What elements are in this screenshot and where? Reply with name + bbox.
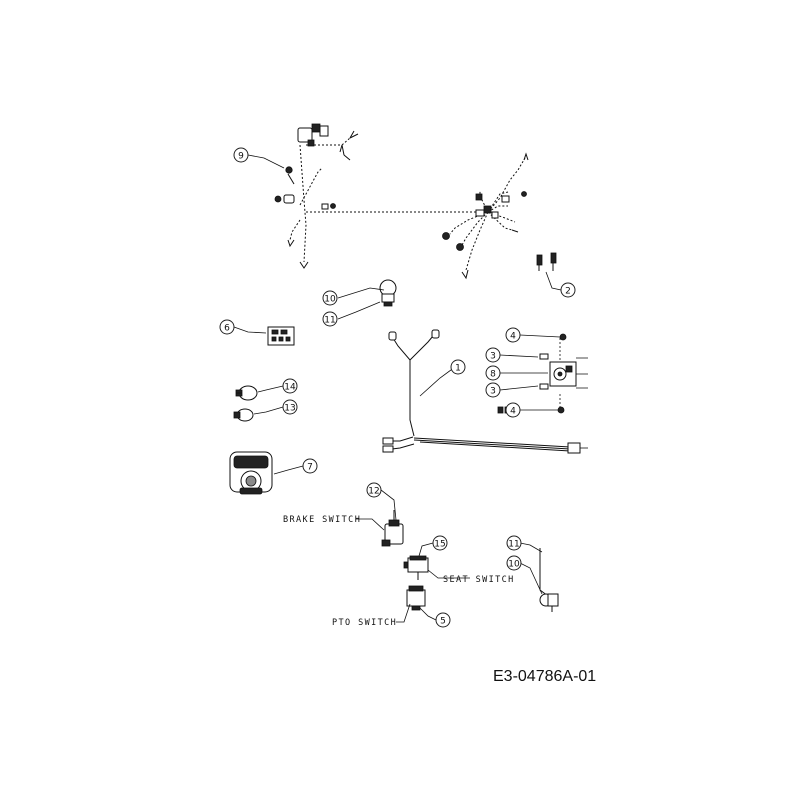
- svg-text:8: 8: [490, 370, 496, 380]
- callout-4-lower: 4: [505, 402, 521, 418]
- svg-text:9: 9: [238, 152, 244, 162]
- svg-text:4: 4: [510, 332, 516, 342]
- svg-text:1: 1: [455, 364, 461, 374]
- callout-14: 14: [282, 378, 298, 394]
- pto-switch-label: PTO SWITCH: [332, 618, 397, 628]
- pto-switch-part: [406, 585, 426, 611]
- callout-7: 7: [302, 458, 318, 474]
- callout-6: 6: [219, 319, 235, 335]
- bulb-assembly-upper: [379, 279, 397, 307]
- svg-text:11: 11: [508, 540, 519, 550]
- svg-text:14: 14: [284, 383, 296, 393]
- callout-5: 5: [435, 612, 451, 628]
- svg-text:7: 7: [307, 463, 313, 473]
- main-harness-connectors: [274, 123, 527, 251]
- callout-15: 15: [432, 535, 448, 551]
- callout-4-upper: 4: [505, 327, 521, 343]
- svg-text:10: 10: [508, 560, 520, 570]
- svg-text:3: 3: [490, 387, 496, 397]
- callout-13: 13: [282, 399, 298, 415]
- callout-10-lower: 10: [506, 555, 522, 571]
- callout-9: 9: [233, 147, 249, 163]
- svg-text:6: 6: [224, 324, 230, 334]
- svg-text:11: 11: [324, 316, 335, 326]
- svg-text:2: 2: [565, 287, 571, 297]
- part-7-meter: [229, 451, 273, 495]
- callout-10-upper: 10: [322, 290, 338, 306]
- callout-3-lower: 3: [485, 382, 501, 398]
- bulb-assembly-lower: [539, 548, 559, 612]
- svg-text:13: 13: [284, 404, 295, 414]
- svg-text:4: 4: [510, 407, 516, 417]
- callout-11-lower: 11: [506, 535, 522, 551]
- callout-12: 12: [366, 482, 382, 498]
- part-2-pins: [536, 252, 557, 271]
- callout-11-upper: 11: [322, 311, 338, 327]
- svg-text:10: 10: [324, 295, 336, 305]
- brake-switch-part: [381, 510, 404, 547]
- svg-text:15: 15: [434, 540, 445, 550]
- callout-8: 8: [485, 365, 501, 381]
- part-1-harness: [382, 329, 588, 454]
- svg-text:12: 12: [368, 487, 379, 497]
- seat-switch-part: [403, 555, 429, 580]
- callout-1: 1: [450, 359, 466, 375]
- leader-lines: [233, 154, 562, 623]
- callout-3-upper: 3: [485, 347, 501, 363]
- svg-text:5: 5: [440, 617, 446, 627]
- part-8-relay-block: [497, 333, 588, 414]
- seat-switch-label: SEAT SWITCH: [443, 575, 515, 585]
- part-14-13-keys: [233, 385, 258, 422]
- svg-text:3: 3: [490, 352, 496, 362]
- part-6-panel: [267, 326, 295, 346]
- drawing-reference-number: E3-04786A-01: [493, 668, 596, 685]
- callout-2: 2: [560, 282, 576, 298]
- brake-switch-label: BRAKE SWITCH: [283, 515, 361, 525]
